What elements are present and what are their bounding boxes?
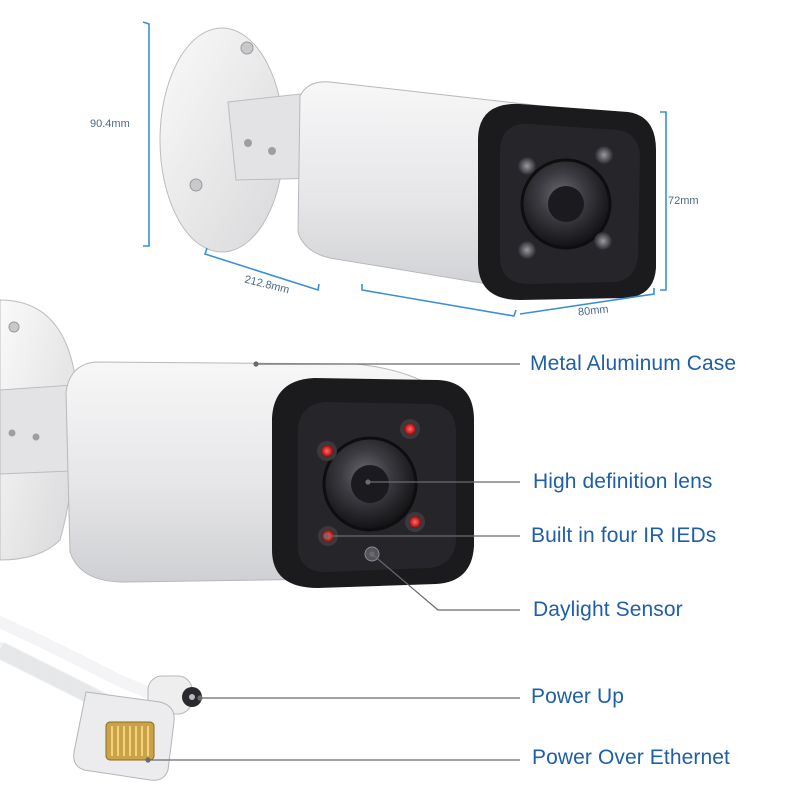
bottom-ir-led <box>321 445 333 457</box>
bottom-lens-inner <box>351 465 389 503</box>
top-ir-led <box>518 157 536 175</box>
callout-ir-leds: Built in four IR IEDs <box>531 524 717 547</box>
callout-daylight-sensor: Daylight Sensor <box>533 598 683 621</box>
rj45-pins <box>111 726 149 756</box>
leader-dot <box>365 479 371 485</box>
leader-dot <box>197 695 203 701</box>
leader-dot <box>145 757 151 763</box>
cable-white-2 <box>0 616 164 702</box>
top-lens-inner <box>548 186 584 222</box>
depth-line <box>203 247 320 292</box>
top-arm-bolt <box>268 147 276 155</box>
leader-dot <box>323 533 329 539</box>
dimension-lines <box>142 21 667 317</box>
top-camera <box>159 27 656 301</box>
width-line <box>361 284 517 317</box>
bottom-camera <box>0 299 474 588</box>
top-ir-led <box>595 146 613 164</box>
bottom-arm-bolt <box>32 433 40 441</box>
leader-dot <box>369 551 375 557</box>
leader-sensor <box>371 553 520 611</box>
top-mount-screw <box>240 41 254 55</box>
height-right-line <box>660 111 667 291</box>
callout-hd-lens: High definition lens <box>533 470 713 493</box>
callout-poe: Power Over Ethernet <box>532 746 730 769</box>
top-mount-screw <box>189 178 203 192</box>
height-left-line <box>142 21 150 247</box>
callout-metal-case: Metal Aluminum Case <box>530 352 737 375</box>
height-left-label: 90.4mm <box>90 118 130 130</box>
cables <box>0 616 202 781</box>
callout-power-up: Power Up <box>531 685 625 708</box>
leader-dot <box>253 361 259 367</box>
bottom-ir-led <box>409 516 421 528</box>
height-right-label: 72mm <box>668 195 699 207</box>
dc-plug-pin <box>189 694 195 700</box>
bottom-ir-led <box>404 423 416 435</box>
top-arm-bolt <box>244 139 252 147</box>
top-ir-led <box>518 241 536 259</box>
leader-lines <box>145 361 520 763</box>
bottom-arm-bolt <box>8 429 16 437</box>
bottom-mount-screw <box>8 321 20 333</box>
width-line-b <box>519 288 655 315</box>
top-ir-led <box>594 232 612 250</box>
